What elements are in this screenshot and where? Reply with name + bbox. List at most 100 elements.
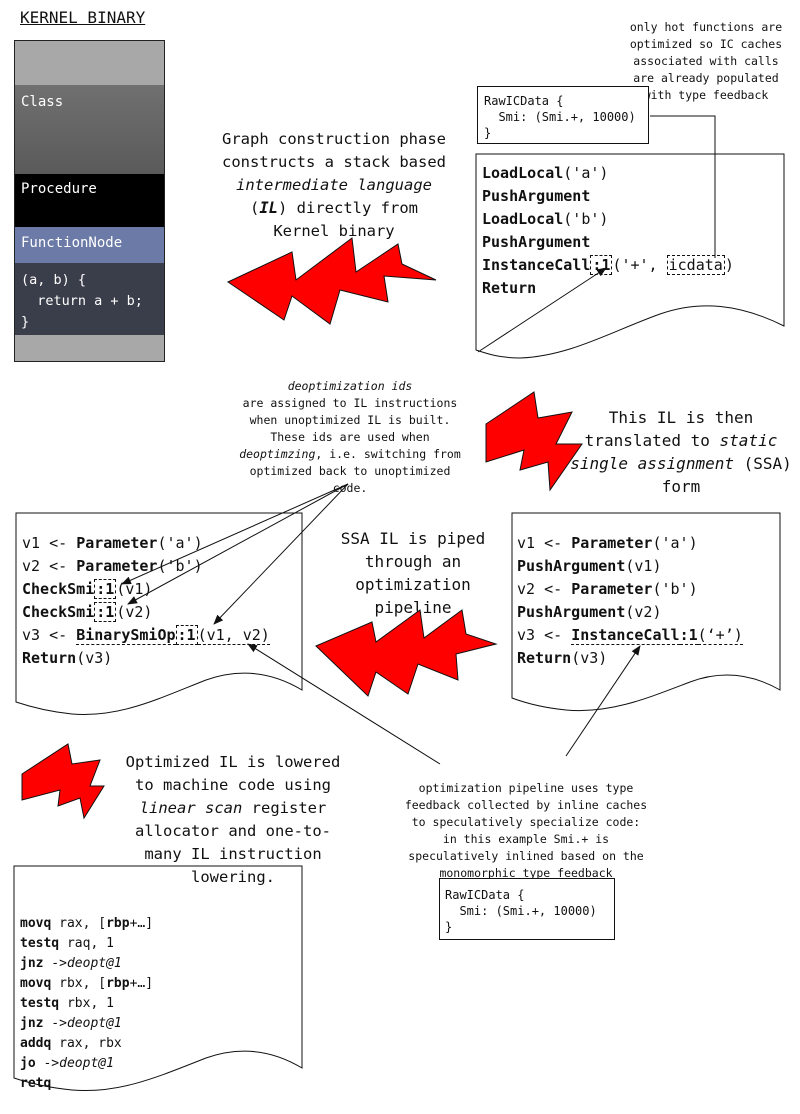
asm-op: movq	[20, 916, 52, 931]
ssa-arg: (v1)	[116, 580, 153, 598]
asm-operands: raq, 1	[59, 936, 114, 951]
note-line: are already populated	[633, 71, 779, 85]
ic-data-box-top: RawICData { Smi: (Smi.+, 10000) }	[477, 86, 649, 144]
caption-line: allocator and one-to-	[135, 822, 331, 840]
asm-operands: ->	[35, 1056, 60, 1071]
note-line: optimized back to unoptimized	[249, 464, 451, 478]
caption-line: Optimized IL is lowered	[125, 753, 341, 771]
kernel-top-band	[15, 41, 164, 85]
asm-operands: rax, [	[51, 916, 107, 931]
ssa-arg: (v3)	[76, 649, 113, 667]
lightning-bolt-icon	[21, 743, 105, 820]
ssa-optimized-code: v1 <- Parameter('a') v2 <- Parameter('b'…	[22, 532, 270, 670]
kernel-source-block: (a, b) { return a + b; }	[15, 263, 164, 335]
caption-line: pipeline	[374, 598, 452, 617]
asm-op: jnz	[20, 956, 44, 971]
il-op: PushArgument	[482, 233, 591, 251]
ssa-op: BinarySmiOp	[76, 626, 176, 645]
asm-operands: +…]	[129, 976, 154, 991]
note-line: are assigned to IL instructions	[242, 396, 458, 410]
lightning-bolt-icon	[485, 391, 583, 492]
ssa-optimized-document	[15, 512, 303, 716]
kernel-procedure-block: Procedure	[15, 174, 164, 227]
feedback-arrow-right	[565, 645, 641, 757]
ssa-op: Parameter	[76, 534, 158, 552]
asm-line: addq rax, rbx	[20, 1034, 153, 1054]
ssa-op: Return	[22, 649, 77, 667]
ssa-op: CheckSmi	[22, 603, 95, 621]
caption-line: SSA IL is piped	[340, 529, 486, 548]
ssa-op: CheckSmi	[22, 580, 95, 598]
ic-data-line: Smi: (Smi.+, 10000)	[484, 110, 636, 124]
caption-pipeline: SSA IL is piped through an optimization …	[326, 504, 500, 619]
note-line: These ids are used when	[270, 430, 430, 444]
note-line: to speculatively specialize code:	[411, 815, 641, 829]
stack-il-code: LoadLocal('a') PushArgument LoadLocal('b…	[482, 162, 734, 300]
caption-graph-construction: Graph construction phase constructs a st…	[222, 130, 446, 240]
asm-line: testq raq, 1	[20, 934, 153, 954]
asm-operands: ->	[43, 1016, 67, 1031]
ssa-op: PushArgument	[517, 603, 626, 621]
ssa-arg: (v3)	[571, 649, 608, 667]
note-line: only hot functions are	[629, 20, 783, 34]
deopt-id-marker: :1	[94, 579, 117, 599]
il-arg: ('a')	[563, 164, 609, 182]
note-pipeline-feedback: optimization pipeline uses type feedback…	[388, 763, 664, 882]
ssa-arg: (‘+’)	[697, 626, 743, 645]
ssa-def: v3 <-	[22, 626, 77, 644]
icdata-marker: icdata	[666, 255, 725, 275]
il-arg: )	[724, 256, 734, 274]
caption-line: optimization	[355, 575, 471, 594]
asm-op: jo	[20, 1056, 36, 1071]
ssa-arg: (v1)	[625, 557, 662, 575]
ssa-arg: ('b')	[652, 580, 698, 598]
asm-line: jo ->deopt@1	[20, 1054, 153, 1074]
kernel-class-block: Class	[15, 85, 164, 174]
note-line: associated with calls	[633, 54, 779, 68]
asm-op: jnz	[20, 1016, 44, 1031]
il-op: Return	[482, 279, 537, 297]
ic-data-line: Smi: (Smi.+, 10000)	[445, 904, 597, 918]
note-deopt-ids: deoptimization ids are assigned to IL in…	[239, 379, 461, 495]
ic-data-box-bottom: RawICData { Smi: (Smi.+, 10000) }	[439, 878, 615, 940]
ic-data-line: }	[445, 920, 453, 934]
ic-data-line: }	[484, 126, 492, 140]
caption-line: intermediate language	[236, 176, 432, 194]
deopt-id-marker: :1	[175, 625, 198, 645]
note-line: in this example Smi.+ is	[442, 832, 610, 846]
machine-code-document	[13, 865, 303, 1092]
kernel-function-node-block: FunctionNode	[15, 227, 164, 263]
feedback-arrow-left	[247, 643, 441, 765]
ssa-unoptimized-code: v1 <- Parameter('a') PushArgument(v1) v2…	[517, 532, 743, 670]
ssa-def: v2 <-	[517, 580, 572, 598]
asm-line: testq rbx, 1	[20, 994, 153, 1014]
deopt-id-marker: :1	[679, 626, 698, 645]
asm-operands: rax, rbx	[51, 1036, 122, 1051]
kernel-bottom-band	[15, 335, 164, 361]
kernel-source-line: }	[21, 314, 30, 330]
caption-line: lowering.	[191, 868, 275, 886]
kernel-binary-title: KERNEL BINARY	[20, 8, 146, 27]
ssa-arg: (v2)	[116, 603, 153, 621]
caption-ssa-translate: This IL is then translated to static sin…	[570, 408, 792, 496]
caption-line: This IL is then	[608, 408, 754, 427]
asm-deopt-target: deopt@1	[66, 1016, 122, 1031]
deopt-arrow-to-stack-il	[477, 267, 607, 353]
ssa-def: v1 <-	[22, 534, 77, 552]
kernel-procedure-label: Procedure	[21, 181, 97, 197]
kernel-class-label: Class	[21, 94, 64, 110]
caption-line: through an	[364, 552, 462, 571]
note-line: feedback collected by inline caches	[404, 798, 648, 812]
caption-line: Graph construction phase	[222, 130, 446, 148]
il-op: PushArgument	[482, 187, 591, 205]
lightning-bolt-icon	[226, 237, 437, 325]
note-line: optimized so IC caches	[629, 37, 783, 51]
asm-operands: rbx, 1	[59, 996, 114, 1011]
stack-il-document	[475, 153, 785, 359]
ssa-def: v3 <-	[517, 626, 572, 644]
il-op: LoadLocal	[482, 164, 564, 182]
caption-lowered: Optimized IL is lowered to machine code …	[125, 753, 341, 886]
il-arg: ('b')	[563, 210, 609, 228]
